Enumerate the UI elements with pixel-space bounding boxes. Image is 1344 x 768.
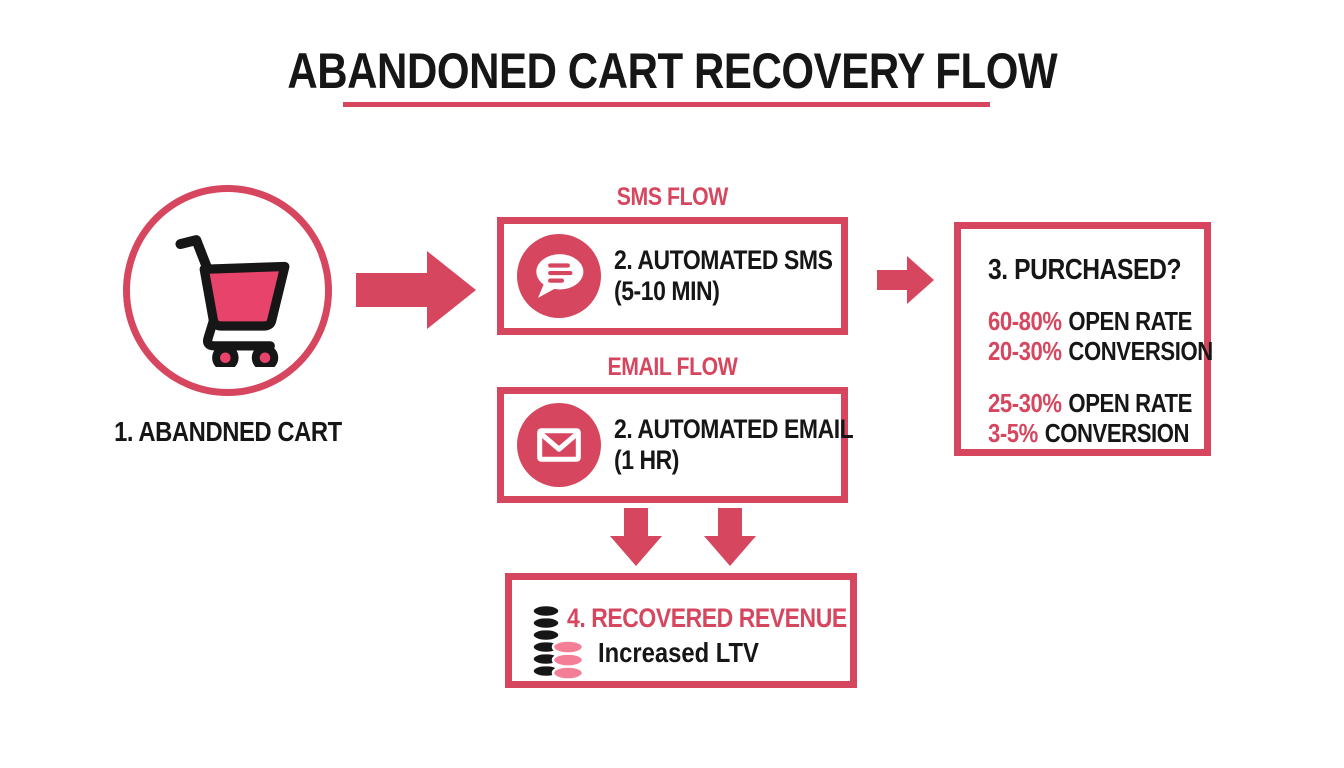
sms-step-text: 2. AUTOMATED SMS (5-10 MIN) [614,245,871,307]
sms-flow-label: SMS FLOW [616,183,729,211]
coins-icon [531,603,585,681]
sms-step-line2: (5-10 MIN) [614,276,720,306]
envelope-icon [517,403,601,487]
sms-stats-group: 60-80%OPEN RATE 20-30%CONVERSION [988,306,1213,366]
stat-row: 20-30%CONVERSION [988,336,1213,366]
email-step-line2: (1 HR) [614,445,680,475]
purchased-title: 3. PURCHASED? [988,254,1182,286]
stat-row: 3-5%CONVERSION [988,418,1190,448]
abandoned-cart-badge [123,185,332,396]
revenue-subtitle: Increased LTV [598,637,759,668]
email-step-line1: 2. AUTOMATED EMAIL [614,414,854,444]
cart-icon [174,234,289,367]
revenue-title: 4. RECOVERED REVENUE [567,603,847,633]
page-title: ABANDONED CART RECOVERY FLOW [0,42,1344,100]
arrow-right-icon [356,251,476,329]
email-step-box: 2. AUTOMATED EMAIL (1 HR) [497,387,854,503]
email-step-text: 2. AUTOMATED EMAIL (1 HR) [614,414,896,476]
stat-row: 25-30%OPEN RATE [988,388,1192,418]
arrow-down-icon [704,508,756,566]
email-flow-label: EMAIL FLOW [607,353,738,381]
arrow-right-small-icon [877,256,934,304]
sms-step-box: 2. AUTOMATED SMS (5-10 MIN) [497,217,848,335]
abandoned-cart-label: 1. ABANDNED CART [114,416,342,447]
email-stats-group: 25-30%OPEN RATE 3-5%CONVERSION [988,388,1204,448]
sms-step-line1: 2. AUTOMATED SMS [614,245,833,275]
speech-bubble-icon [517,234,601,318]
title-underline [343,102,990,107]
revenue-text: 4. RECOVERED REVENUE Increased LTV [567,602,896,669]
recovered-revenue-box: 4. RECOVERED REVENUE Increased LTV [505,573,857,688]
page-title-text: ABANDONED CART RECOVERY FLOW [287,43,1057,99]
stat-row: 60-80%OPEN RATE [988,306,1192,336]
purchased-box: 3. PURCHASED? 60-80%OPEN RATE 20-30%CONV… [954,222,1213,456]
arrow-down-icon [610,508,662,566]
